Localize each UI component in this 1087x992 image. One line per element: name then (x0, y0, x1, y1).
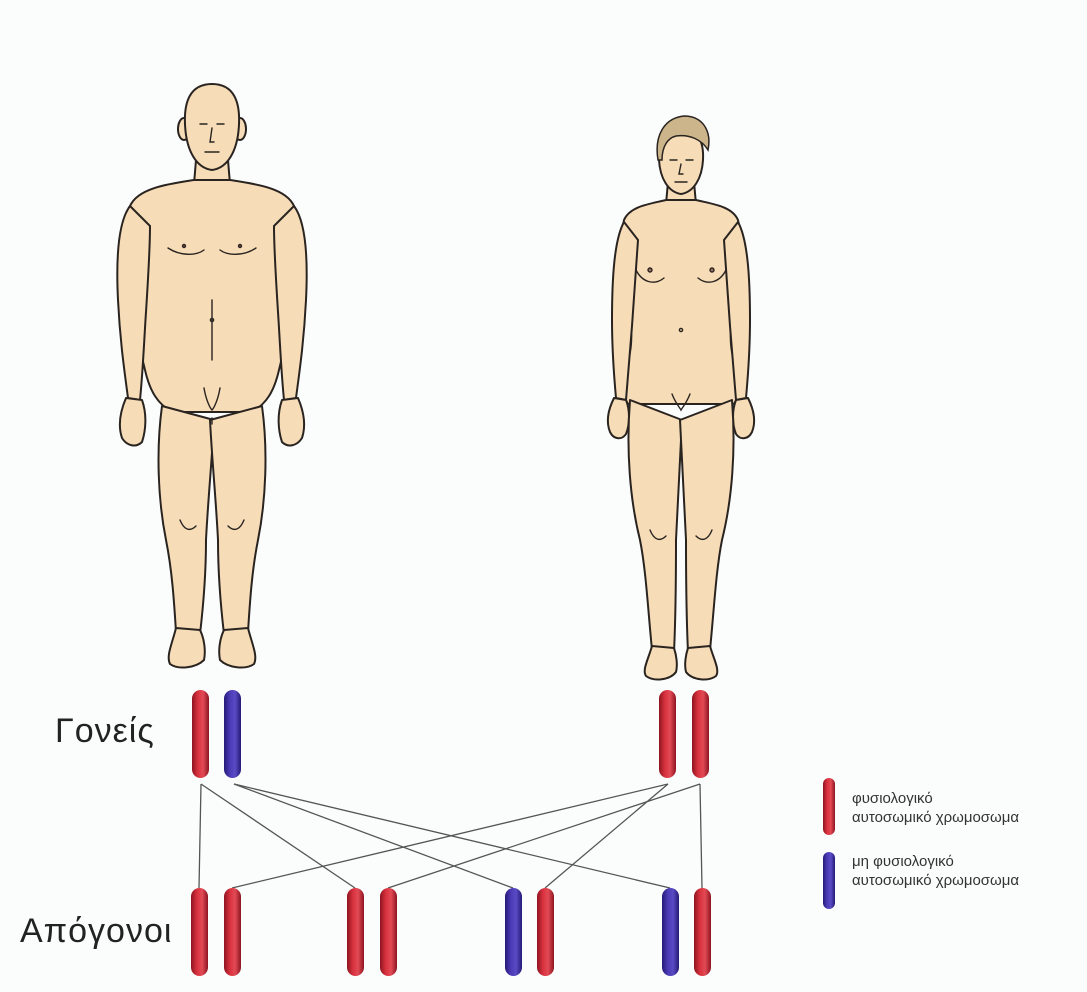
offspring-chromosomes (191, 888, 711, 976)
legend-normal-swatch (823, 778, 835, 835)
offspring-label: Απόγονοι (20, 912, 172, 951)
chromosome-abnormal (662, 888, 679, 976)
legend-abnormal-text: μη φυσιολογικό αυτοσωμικό χρωμοσωμα (852, 852, 1082, 890)
parent-chromosomes (192, 690, 709, 778)
male-figure (117, 84, 306, 667)
legend-abnormal-line2: αυτοσωμικό χρωμοσωμα (852, 871, 1082, 890)
legend-abnormal-swatch (823, 852, 835, 909)
legend-abnormal-line1: μη φυσιολογικό (852, 852, 1082, 871)
chromosome-normal (692, 690, 709, 778)
inheritance-lines (199, 784, 702, 888)
chromosome-normal (224, 888, 241, 976)
legend-normal-text: φυσιολογικό αυτοσωμικό χρωμοσωμα (852, 789, 1082, 827)
legend-normal-line1: φυσιολογικό (852, 789, 1082, 808)
chromosome-normal (191, 888, 208, 976)
chromosome-normal (537, 888, 554, 976)
chromosome-normal (659, 690, 676, 778)
parents-label: Γονείς (55, 712, 155, 751)
chromosome-normal (380, 888, 397, 976)
female-figure (608, 128, 754, 679)
chromosome-normal (192, 690, 209, 778)
chromosome-normal (347, 888, 364, 976)
chromosome-abnormal (505, 888, 522, 976)
chromosome-normal (694, 888, 711, 976)
chromosome-abnormal (224, 690, 241, 778)
legend-normal-line2: αυτοσωμικό χρωμοσωμα (852, 808, 1082, 827)
